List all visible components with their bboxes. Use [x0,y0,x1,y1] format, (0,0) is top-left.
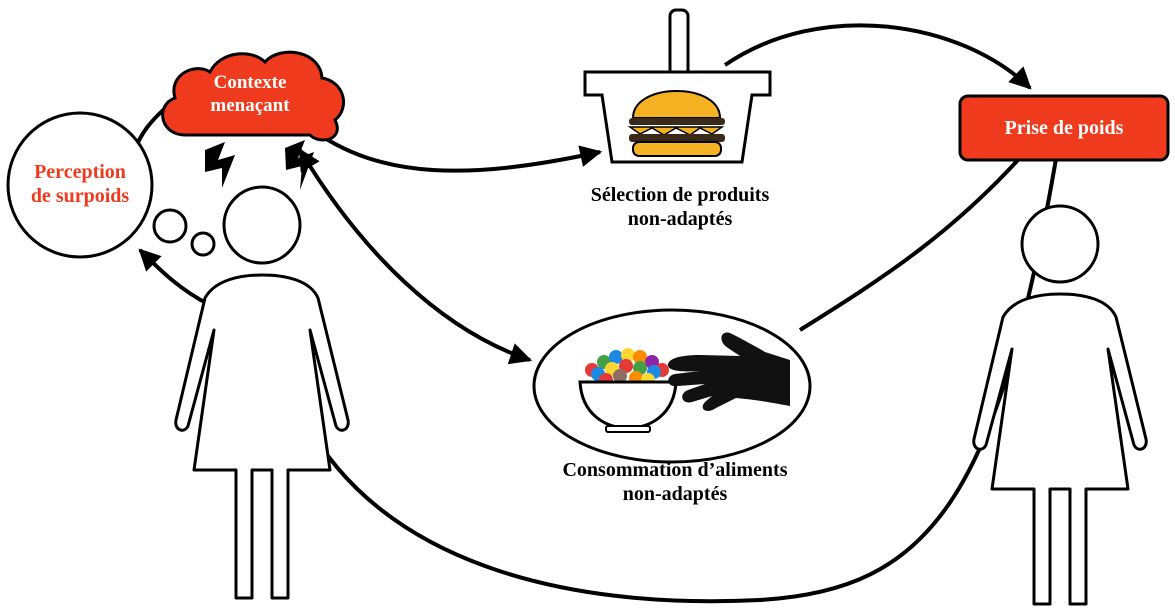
weight-gain-box [958,94,1170,162]
arrow-consumption-to-weight [798,133,1042,332]
woman-icon-left [174,185,350,600]
hand-icon [667,332,790,411]
arrow-context-to-consumption [298,148,533,365]
lightning-icon [205,140,314,190]
weight-gain-label: Prise de poids [960,116,1168,140]
context-label-line2: menaçant [210,94,290,116]
consumption-label-line1: Consommation d’aliments [562,459,788,481]
arrow-woman-to-perception [138,248,211,307]
consumption-label: Consommation d’aliments non-adaptés [520,458,830,506]
perception-label-line1: Perception [34,161,126,183]
weight-gain-label-text: Prise de poids [1004,117,1124,139]
arrow-context-to-selection [308,126,603,173]
context-label-line1: Contexte [213,72,287,93]
cloud-icon [161,50,345,142]
selection-label-line2: non-adaptés [627,208,733,230]
woman-icon-right [972,204,1148,606]
burger-icon [627,90,725,157]
arrow-selection-to-weight [723,23,1032,90]
selection-label-line1: Sélection de produits [590,184,770,206]
perception-label-line2: de surpoids [30,185,130,207]
context-label: Contexte menaçant [180,72,320,118]
candy-bowl-icon [578,348,678,433]
selection-label: Sélection de produits non-adaptés [545,183,815,231]
perception-label: Perception de surpoids [10,160,150,208]
perception-bubble [6,111,216,259]
consumption-label-line2: non-adaptés [622,483,728,505]
